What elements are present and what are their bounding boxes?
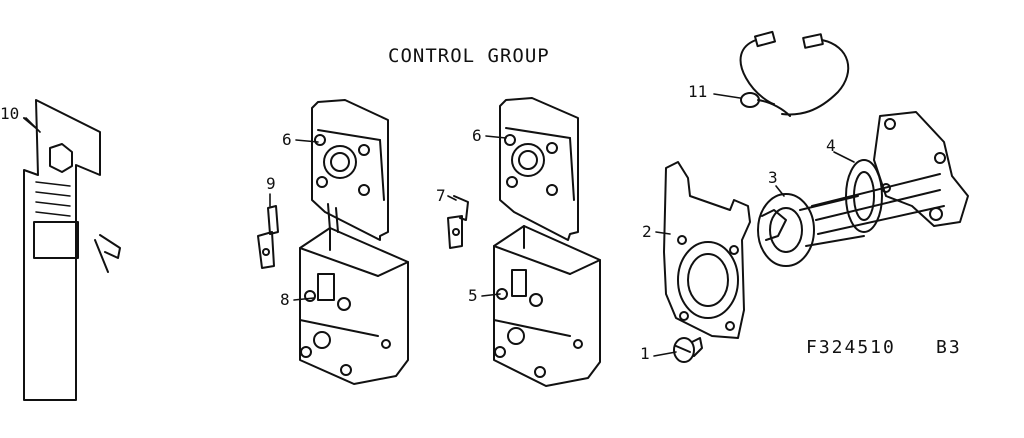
callout-9: 9 bbox=[266, 174, 276, 193]
part-10-bracket bbox=[23, 99, 121, 401]
callout-11: 11 bbox=[688, 82, 708, 101]
callout-3: 3 bbox=[768, 168, 778, 187]
part-6-upper-thermostat-left bbox=[311, 99, 389, 241]
part-5-lower-thermostat bbox=[493, 225, 601, 387]
part-7-clip bbox=[447, 195, 469, 249]
part-1-screw bbox=[673, 337, 703, 363]
part-3-element-flange bbox=[757, 193, 865, 267]
part-9-clip bbox=[257, 205, 279, 269]
diagram-title: CONTROL GROUP bbox=[388, 45, 550, 67]
part-11-wire-harness bbox=[739, 30, 850, 117]
figure-code: F324510 bbox=[806, 337, 896, 358]
callout-6-left: 6 bbox=[282, 130, 292, 149]
callout-7: 7 bbox=[436, 186, 446, 205]
part-4-gasket-and-element bbox=[811, 111, 969, 235]
callout-leaders bbox=[25, 93, 855, 357]
callout-5: 5 bbox=[468, 286, 478, 305]
callout-4: 4 bbox=[826, 136, 836, 155]
part-2-mounting-plate bbox=[663, 161, 751, 339]
part-8-lower-thermostat bbox=[299, 227, 409, 385]
callout-6-right: 6 bbox=[472, 126, 482, 145]
callout-1: 1 bbox=[640, 344, 650, 363]
callout-10: 10 bbox=[0, 104, 20, 123]
sheet-code: B3 bbox=[936, 337, 962, 358]
callout-8: 8 bbox=[280, 290, 290, 309]
callout-2: 2 bbox=[642, 222, 652, 241]
part-6-upper-thermostat-right bbox=[499, 97, 579, 241]
